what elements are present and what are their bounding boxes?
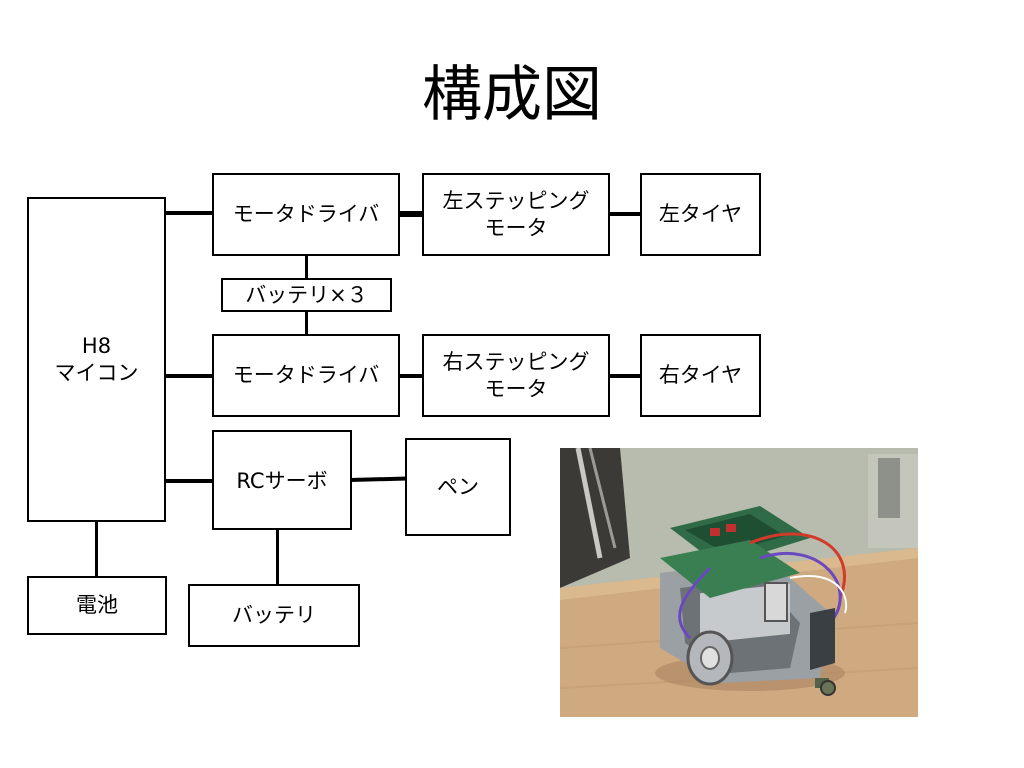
tire-right-block: 右タイヤ: [640, 334, 761, 417]
pen-label: ペン: [437, 474, 479, 499]
tire-left-block: 左タイヤ: [640, 173, 761, 256]
motor-driver-right-block: モータドライバ: [212, 334, 400, 417]
stepper-left-block: 左ステッピング モータ: [422, 173, 610, 256]
robot-photo: [560, 448, 918, 717]
battery-block: バッテリ: [188, 584, 360, 647]
rc-servo-label: RCサーボ: [236, 469, 328, 493]
connector-driver-stepper-right: [399, 374, 423, 378]
connector-driver-left-battery: [305, 255, 308, 279]
connector-mcu-servo: [165, 479, 213, 483]
tire-right-label: 右タイヤ: [658, 363, 743, 387]
page-title: 構成図: [422, 60, 602, 130]
stepper-left-label-line1: 左ステッピング: [442, 188, 590, 213]
connector-mcu-driver-left: [165, 211, 213, 215]
stepper-right-label-line2: モータ: [484, 376, 548, 401]
connector-driver-stepper-left: [399, 211, 423, 217]
stepper-left-label-line2: モータ: [484, 215, 548, 240]
pen-block: ペン: [405, 438, 511, 536]
motor-driver-left-block: モータドライバ: [212, 173, 400, 256]
mcu-label-line1: H8: [81, 333, 112, 358]
connector-battery-driver-right: [305, 311, 308, 335]
stepper-right-block: 右ステッピング モータ: [422, 334, 610, 417]
battery-label: バッテリ: [232, 603, 316, 627]
connector-stepper-tire-left: [609, 212, 641, 216]
connector-mcu-driver-right: [165, 374, 213, 378]
mcu-block: H8 マイコン: [27, 197, 166, 522]
connector-servo-battery: [276, 529, 279, 585]
stepper-right-label-line1: 右ステッピング: [442, 349, 590, 374]
mcu-label-line2: マイコン: [54, 360, 139, 385]
motor-driver-right-label: モータドライバ: [232, 363, 380, 387]
dry-cell-label: 電池: [76, 593, 118, 617]
connector-servo-pen: [349, 476, 408, 482]
motor-driver-left-label: モータドライバ: [232, 202, 380, 226]
connector-mcu-drycell: [95, 521, 98, 577]
dry-cell-block: 電池: [27, 576, 167, 635]
connector-stepper-tire-right: [609, 374, 641, 378]
tire-left-label: 左タイヤ: [658, 202, 743, 226]
rc-servo-block: RCサーボ: [212, 430, 352, 530]
battery-x3-block: バッテリ×３: [221, 278, 392, 312]
battery-x3-label: バッテリ×３: [245, 282, 368, 307]
